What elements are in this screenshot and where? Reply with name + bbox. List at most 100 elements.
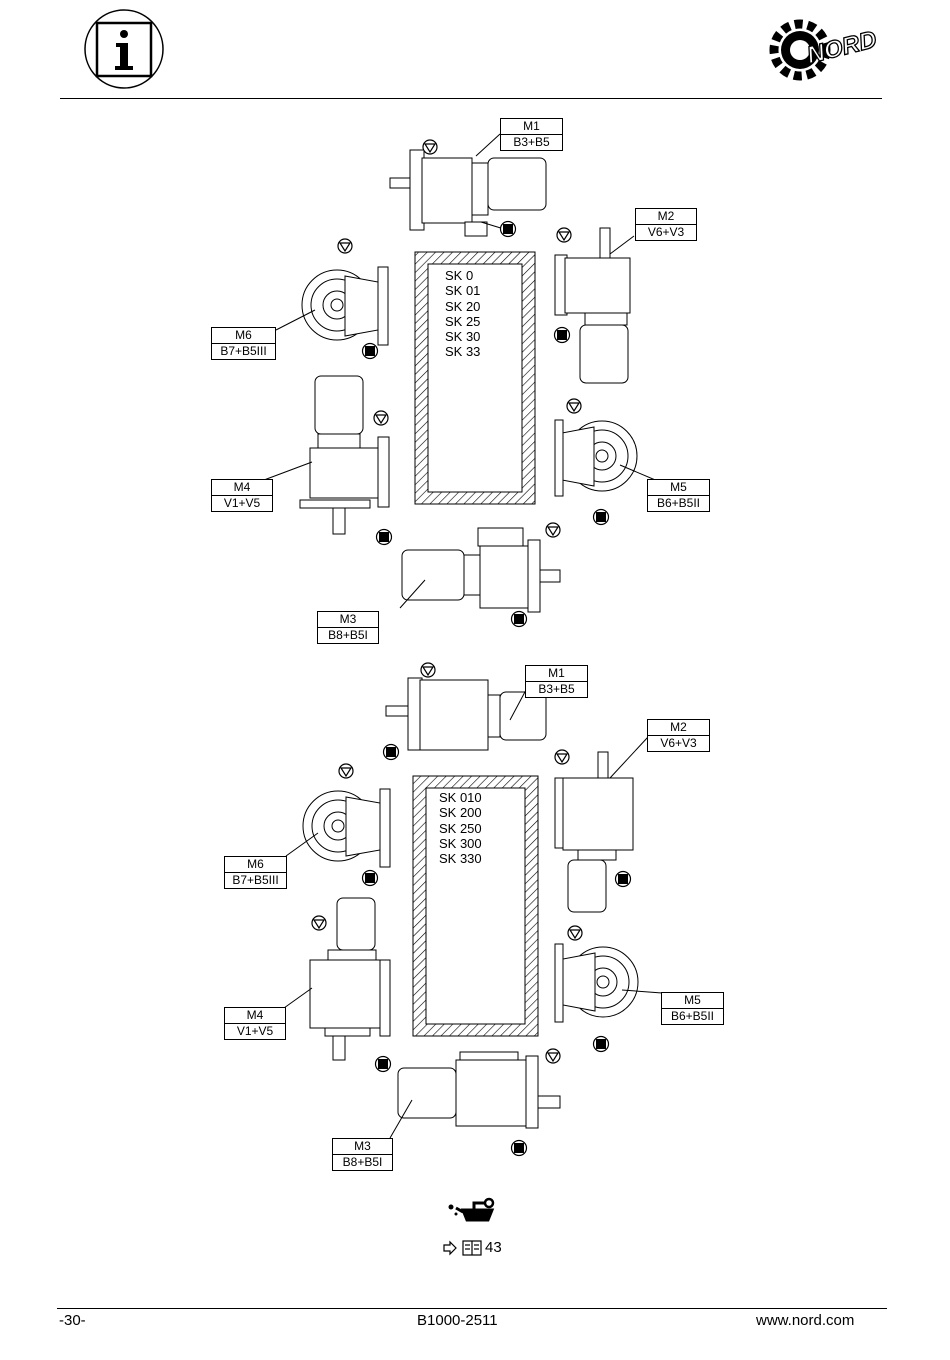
footer-rule: [57, 1308, 887, 1309]
label-m1: M1 B3+B5: [525, 665, 588, 698]
mounting-code: V6+V3: [660, 736, 697, 750]
drain-icon: [375, 528, 393, 546]
gear-m6: [285, 788, 391, 868]
drain-icon: [361, 869, 379, 887]
footer-website: www.nord.com: [756, 1312, 855, 1329]
position-code: M4: [225, 1008, 285, 1024]
vent-icon: [338, 763, 354, 779]
position-code: M6: [212, 328, 275, 344]
mounting-code: V1+V5: [236, 1024, 274, 1038]
position-code: M2: [648, 720, 709, 736]
mounting-code: B7+B5III: [232, 873, 279, 887]
mounting-code: B6+B5II: [670, 1009, 715, 1023]
drain-icon: [374, 1055, 392, 1073]
series-item: SK 33: [445, 344, 481, 360]
gear-m1: [385, 677, 547, 751]
gear-m5: [554, 943, 663, 1023]
label-m3: M3 B8+B5I: [317, 611, 379, 644]
series-item: SK 25: [445, 313, 481, 329]
position-code: M5: [648, 480, 709, 496]
vent-icon: [311, 915, 327, 931]
gear-m1: [389, 133, 547, 237]
nord-gear-logo: NORD: [769, 19, 880, 81]
gear-m6: [275, 266, 389, 346]
footer-document-id: B1000-2511: [417, 1312, 498, 1329]
drain-icon: [614, 870, 632, 888]
vent-icon: [556, 227, 572, 243]
label-m5: M5 B6+B5II: [661, 992, 724, 1025]
gear-m2: [554, 736, 649, 913]
label-m2: M2 V6+V3: [635, 208, 697, 241]
diagram-1: [263, 133, 661, 628]
label-m3: M3 B8+B5I: [332, 1138, 393, 1171]
arrow-right-icon: [443, 1240, 457, 1256]
header-graphics: NORD: [84, 9, 880, 89]
mounting-code: B8+B5I: [328, 628, 368, 642]
series-list-2: SK 010 SK 200 SK 250 SK 300 SK 330: [439, 790, 482, 866]
label-m6: M6 B7+B5III: [211, 327, 276, 360]
label-m5: M5 B6+B5II: [647, 479, 710, 512]
mounting-code: B3+B5: [538, 682, 575, 696]
drain-icon: [592, 1035, 610, 1053]
footer-page-number: -30-: [59, 1312, 86, 1329]
position-code: M6: [225, 857, 286, 873]
vent-icon: [545, 1048, 561, 1064]
position-code: M1: [526, 666, 587, 682]
position-code: M2: [636, 209, 696, 225]
position-code: M1: [501, 119, 562, 135]
label-m4: M4 V1+V5: [211, 479, 273, 512]
series-item: SK 0: [445, 268, 474, 283]
mounting-code: B8+B5I: [342, 1155, 383, 1169]
gear-m4: [263, 375, 390, 535]
drain-icon: [361, 342, 379, 360]
position-code: M4: [212, 480, 272, 496]
series-item: SK 010: [439, 790, 482, 805]
header-rule: [60, 98, 882, 99]
series-item: SK 330: [439, 851, 482, 867]
series-list-1: SK 0 SK 01 SK 20 SK 25 SK 30 SK 33: [445, 268, 480, 360]
drain-icon: [510, 610, 528, 628]
drain-icon: [382, 743, 400, 761]
label-m1: M1 B3+B5: [500, 118, 563, 151]
gear-m2: [554, 227, 635, 384]
drain-icon: [592, 508, 610, 526]
position-code: M3: [318, 612, 378, 628]
series-item: SK 200: [439, 805, 482, 821]
label-m2: M2 V6+V3: [647, 719, 710, 752]
vent-icon: [567, 925, 583, 941]
mounting-code: V6+V3: [647, 225, 685, 239]
position-code: M3: [333, 1139, 392, 1155]
info-icon: [84, 9, 164, 89]
series-item: SK 250: [439, 820, 482, 836]
vent-icon: [422, 139, 438, 155]
mounting-code: B7+B5III: [220, 344, 267, 358]
vent-icon: [554, 749, 570, 765]
mounting-code: B6+B5II: [656, 496, 701, 510]
series-item: SK 20: [445, 298, 481, 314]
reference-page: 43: [485, 1239, 502, 1256]
drain-icon: [510, 1139, 528, 1157]
drain-icon: [553, 326, 571, 344]
label-m4: M4 V1+V5: [224, 1007, 286, 1040]
vent-icon: [337, 238, 353, 254]
series-item: SK 300: [439, 835, 482, 851]
vent-icon: [373, 410, 389, 426]
diagram-2: [283, 662, 663, 1157]
vent-icon: [420, 662, 436, 678]
mounting-code: V1+V5: [223, 496, 261, 510]
series-item: SK 30: [445, 329, 481, 345]
mounting-code: B3+B5: [513, 135, 550, 149]
gear-m4: [283, 897, 391, 1061]
gear-m5: [554, 419, 661, 497]
book-icon: [462, 1240, 482, 1256]
vent-icon: [545, 522, 561, 538]
oil-can-icon: [448, 1197, 495, 1222]
position-code: M5: [662, 993, 723, 1009]
drain-icon: [499, 220, 517, 238]
vent-icon: [566, 398, 582, 414]
label-m6: M6 B7+B5III: [224, 856, 287, 889]
gear-m3: [389, 1051, 561, 1139]
series-item: SK 01: [445, 283, 481, 299]
gear-m3: [399, 527, 561, 613]
